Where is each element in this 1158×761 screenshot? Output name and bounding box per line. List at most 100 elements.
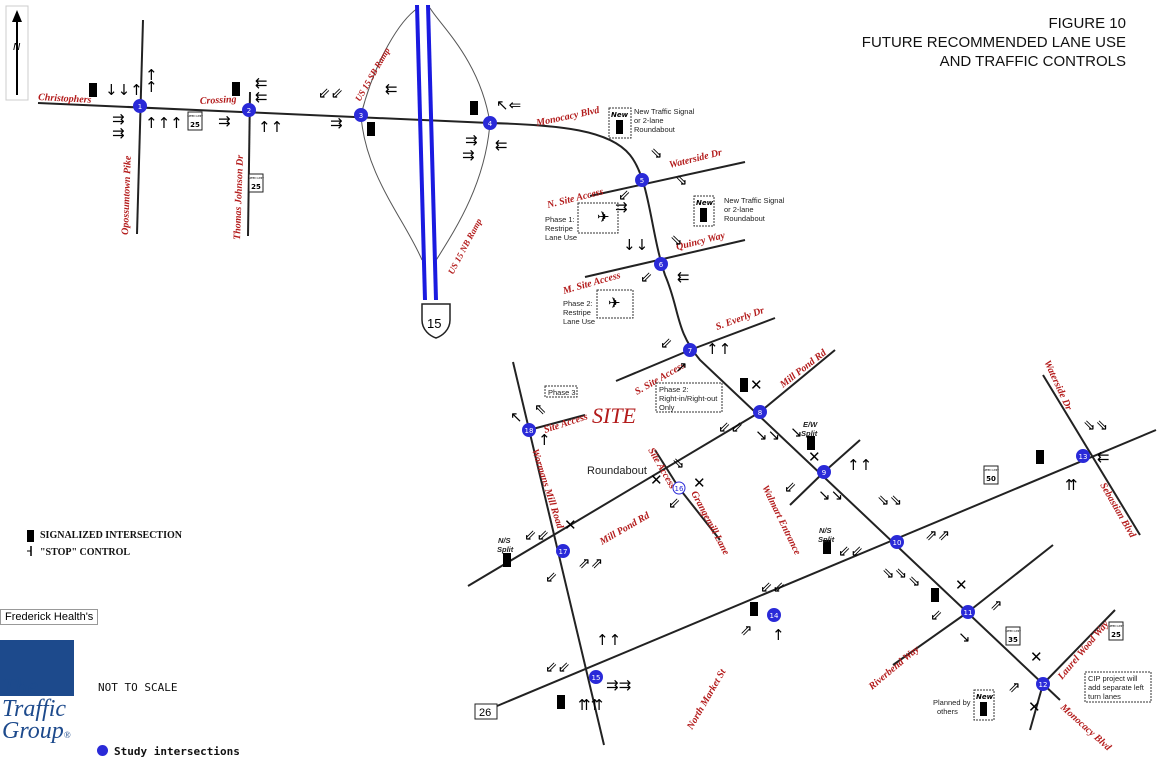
- svg-text:↗: ↗: [675, 358, 688, 376]
- intersection-marker-18: [522, 423, 536, 437]
- svg-text:↖: ↖: [510, 408, 523, 426]
- svg-text:↖⇐: ↖⇐: [496, 96, 521, 114]
- svg-text:or 2-lane: or 2-lane: [634, 116, 664, 125]
- svg-text:N/S: N/S: [819, 526, 832, 535]
- road-labels: Christophers Crossing Opossumtown Pike T…: [38, 45, 1138, 753]
- svg-text:SPEED LIMIT: SPEED LIMIT: [983, 468, 999, 472]
- speed-limit-sign: SPEED LIMIT 50: [983, 465, 999, 485]
- svg-text:↑: ↑: [772, 626, 785, 644]
- intersection-marker-6: [654, 257, 668, 271]
- label-opossumtown: Opossumtown Pike: [120, 155, 134, 235]
- label-monocacy: Monocacy Blvd: [534, 105, 601, 130]
- road-network: [37, 19, 1157, 746]
- svg-text:Right-in/Right-out: Right-in/Right-out: [659, 394, 718, 403]
- figure-title: FIGURE 10 FUTURE RECOMMENDED LANE USE AN…: [862, 14, 1126, 71]
- svg-text:✕: ✕: [1028, 698, 1041, 716]
- svg-text:✕: ✕: [808, 448, 821, 466]
- speed-limit-sign: SPEED LIMIT 25: [187, 111, 203, 131]
- svg-text:Planned by: Planned by: [933, 698, 971, 707]
- svg-text:↘↘: ↘↘: [818, 486, 843, 504]
- svg-text:✈: ✈: [597, 208, 610, 226]
- svg-text:⇙: ⇙: [618, 186, 631, 204]
- svg-text:✕: ✕: [564, 516, 577, 534]
- intersection-marker-11: [961, 605, 975, 619]
- legend-study-label: Study intersections: [114, 745, 240, 758]
- intersection-marker-7: [683, 343, 697, 357]
- lane-use-arrows: ↓↓↑↑↑ ⇉⇉↑↑↑ ⇉⇇⇇ ↑↑⇙⇙⇇ ⇉↖⇐⇉⇉ ⇇⇘⇙⇉ ⇘↓↓⇘⇙ ⇇…: [105, 66, 1110, 716]
- label-grangemill: Grangemill Lane: [688, 489, 731, 557]
- new-signal-box-5: New: [608, 107, 632, 139]
- intersection-marker-10: [890, 535, 904, 549]
- logo-swoosh-icon: [0, 640, 74, 696]
- svg-text:E/W: E/W: [803, 420, 818, 429]
- intersection-marker-15: [589, 670, 603, 684]
- svg-text:25: 25: [251, 183, 261, 191]
- label-monocacy-se: Monocacy Blvd: [1057, 701, 1114, 753]
- intersection-number-14: 14: [770, 612, 779, 620]
- intersection-number-6: 6: [659, 261, 664, 269]
- intersection-number-15: 15: [592, 674, 601, 682]
- label-north-market: North Market St: [685, 666, 730, 732]
- svg-text:35: 35: [1008, 636, 1018, 644]
- svg-text:⇙: ⇙: [930, 606, 943, 624]
- intersection-marker-8: [753, 405, 767, 419]
- legend-stop: "STOP" CONTROL: [40, 547, 131, 558]
- svg-text:↓↓↑: ↓↓↑: [105, 81, 143, 99]
- svg-text:Restripe: Restripe: [563, 308, 591, 317]
- svg-text:⇙⇙: ⇙⇙: [524, 526, 549, 544]
- label-waterside: Waterside Dr: [668, 147, 723, 171]
- svg-text:↑↑↑: ↑↑↑: [145, 114, 183, 132]
- svg-text:⇗: ⇗: [990, 596, 1003, 614]
- svg-text:Lane Use: Lane Use: [545, 233, 577, 242]
- svg-text:⇗: ⇗: [740, 621, 753, 639]
- svg-text:⇉: ⇉: [112, 124, 125, 142]
- speed-limit-sign: SPEED LIMIT 35: [1005, 626, 1021, 646]
- svg-text:⇈⇈: ⇈⇈: [578, 696, 603, 714]
- label-thomas-johnson: Thomas Johnson Dr: [232, 155, 246, 240]
- svg-text:Only: Only: [659, 403, 675, 412]
- intersection-marker-12: [1036, 677, 1050, 691]
- svg-text:Restripe: Restripe: [545, 224, 573, 233]
- svg-text:⇙⇙: ⇙⇙: [760, 578, 785, 596]
- svg-text:↑↑: ↑↑: [258, 118, 283, 136]
- route-15-label: 15: [427, 316, 441, 331]
- intersection-number-12: 12: [1039, 681, 1048, 689]
- intersection-marker-2: [242, 103, 256, 117]
- svg-text:⇇: ⇇: [255, 74, 268, 92]
- label-mill-pond-sw: Mill Pond Rd: [597, 510, 652, 548]
- svg-text:⇗⇗: ⇗⇗: [925, 526, 950, 544]
- svg-text:⇘⇘: ⇘⇘: [882, 564, 907, 582]
- svg-text:⇇: ⇇: [385, 80, 398, 98]
- svg-text:↑↑: ↑↑: [706, 340, 731, 358]
- study-dot-icon: [97, 745, 108, 756]
- svg-text:⇉⇉: ⇉⇉: [606, 676, 631, 694]
- north-arrow-icon: N: [5, 5, 29, 101]
- svg-text:⇙: ⇙: [545, 568, 558, 586]
- svg-text:↘: ↘: [958, 628, 971, 646]
- svg-text:⇘: ⇘: [650, 144, 663, 162]
- svg-text:⇗⇗: ⇗⇗: [578, 554, 603, 572]
- speed-limit-sign: SPEED LIMIT 25: [1108, 621, 1124, 641]
- label-wormans-mill: Wormans Mill Road: [529, 448, 565, 531]
- svg-text:Phase 2:: Phase 2:: [659, 385, 689, 394]
- intersection-marker-1: [133, 99, 147, 113]
- label-riverbend: Riverbend Way: [866, 644, 922, 693]
- svg-text:⇙⇙: ⇙⇙: [545, 658, 570, 676]
- svg-text:others: others: [937, 707, 958, 716]
- svg-text:⇈: ⇈: [1065, 476, 1078, 494]
- svg-text:⇙⇙: ⇙⇙: [318, 84, 343, 102]
- svg-text:25: 25: [190, 121, 200, 129]
- svg-text:SPEED LIMIT: SPEED LIMIT: [1005, 629, 1021, 633]
- us15-highway: [415, 4, 438, 301]
- svg-text:✕: ✕: [750, 376, 763, 394]
- svg-text:⇘: ⇘: [670, 231, 683, 249]
- intersection-number-8: 8: [758, 409, 762, 417]
- label-waterside-east: Waterside Dr: [1041, 359, 1074, 413]
- new-signal-box-12: New: [973, 689, 995, 721]
- svg-text:⇉: ⇉: [465, 131, 478, 149]
- label-crossing: Crossing: [200, 94, 237, 107]
- intersection-marker-13: [1076, 449, 1090, 463]
- client-label: Frederick Health's: [0, 609, 99, 625]
